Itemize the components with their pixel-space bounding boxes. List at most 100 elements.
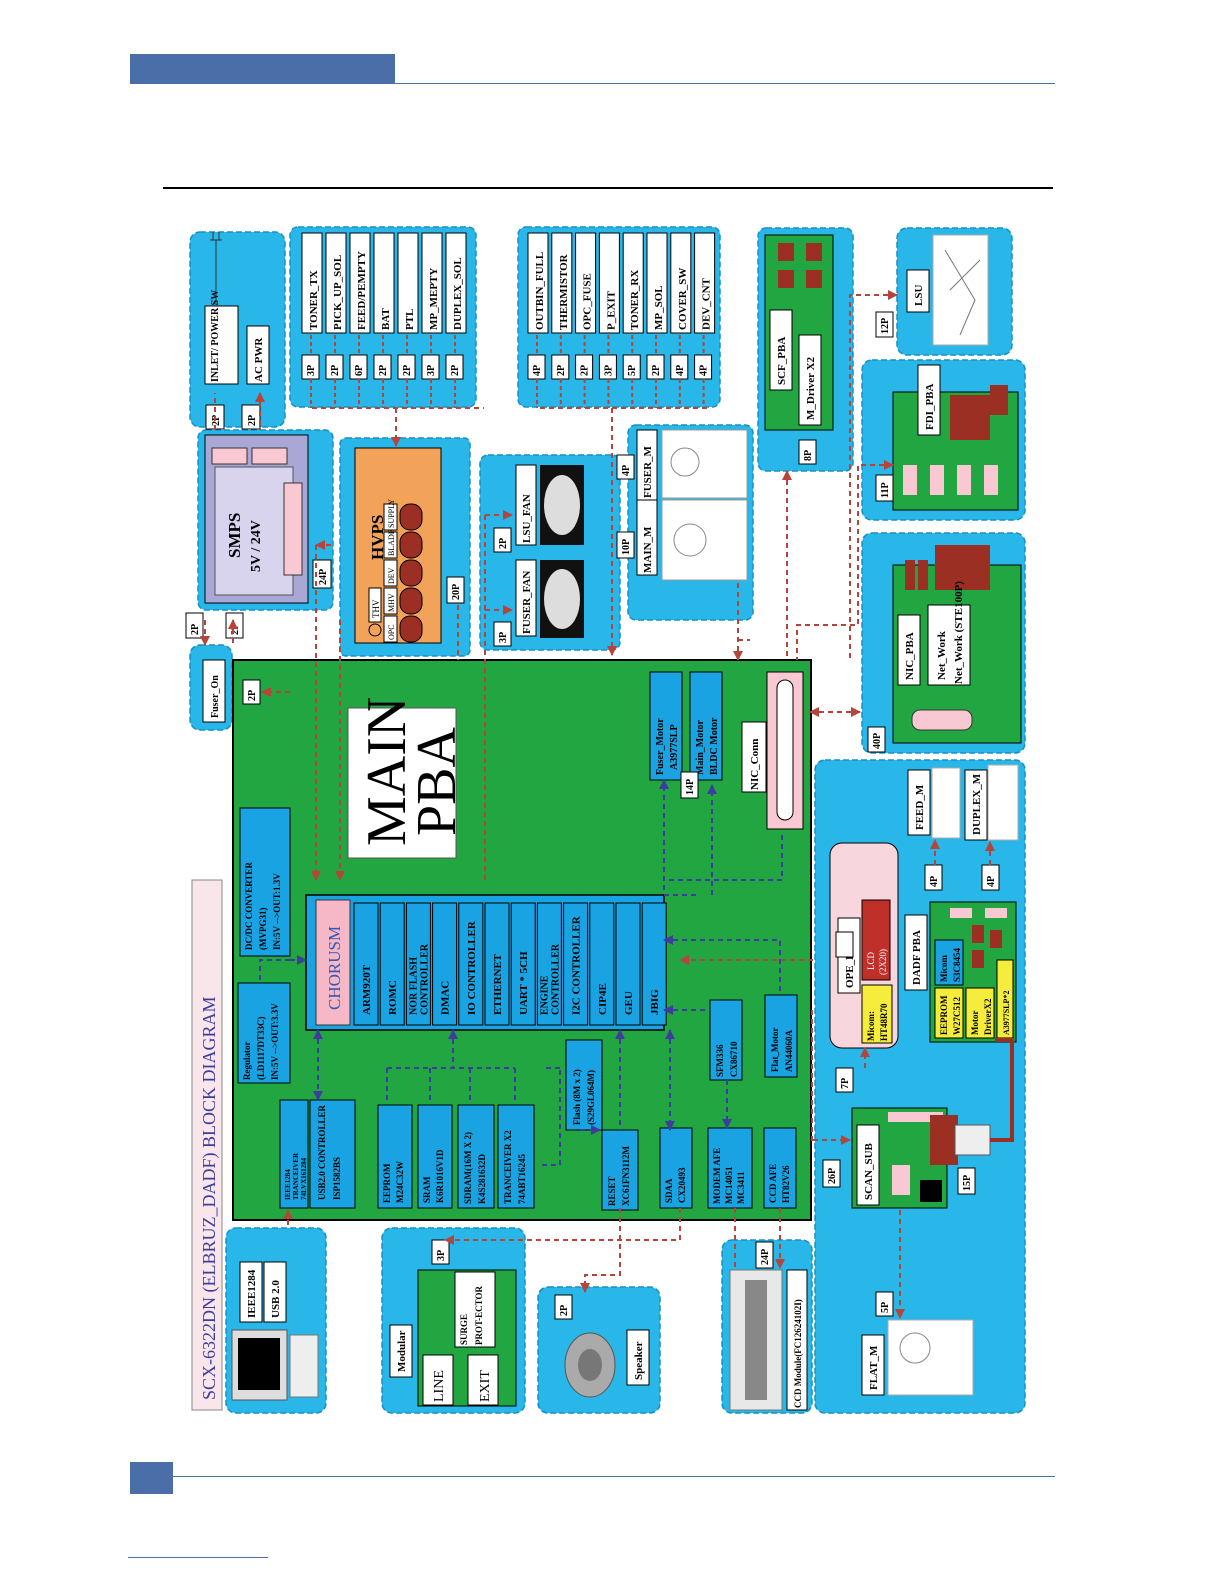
sensor-label: COVER_SW — [677, 268, 689, 330]
inlet-box — [204, 305, 239, 385]
svg-text:S3C8454: S3C8454 — [952, 947, 962, 982]
hvps-label: SUPPLY — [387, 499, 396, 528]
reg-3: IN:5V -->OUT:3.3V — [270, 1003, 280, 1080]
feed-m-label: FEED_M — [914, 784, 926, 830]
sensors-left: TONER_TX3PPICK_UP_SOL2PFEED/PEMPTY6PBAT2… — [301, 232, 467, 408]
hvps-name: HVPS — [368, 515, 387, 560]
hvps-output-icon — [399, 531, 423, 559]
sensor-box — [646, 232, 668, 334]
sensor-pin-label: 4P — [532, 365, 543, 376]
pin-lsu-fan: 2P — [498, 538, 509, 549]
svg-text:AN44060A: AN44060A — [784, 1030, 794, 1072]
sensor-box — [301, 232, 323, 334]
dcdc-1: DC/DC CONVERTER — [244, 862, 254, 950]
chorusm-item-box — [510, 902, 536, 1026]
chorusm-item-label: GEU — [623, 991, 635, 1015]
reg-2: (LD1117DT33C) — [256, 1016, 266, 1080]
section-rule — [163, 187, 1053, 189]
title-box — [191, 879, 223, 1411]
sensor-box — [325, 232, 347, 334]
hvps-output-icon — [399, 615, 423, 643]
sensor-box — [598, 232, 620, 334]
svg-text:CX86710: CX86710 — [729, 1041, 739, 1077]
sensor-label: OUTBIN_FULL — [534, 252, 546, 330]
pin-scf: 8P — [803, 450, 814, 461]
ieee-chip-text: TRANCEIVER — [292, 1152, 300, 1200]
sdram-chip — [457, 1104, 495, 1209]
chorusm-item-label: CIP4E — [597, 983, 609, 1015]
modem-chip-text: MODEM AFE — [712, 1148, 722, 1204]
pin-main-m: 10P — [621, 539, 632, 555]
hvps-label-box — [383, 559, 398, 587]
chorusm-item-label: NOR FLASH — [408, 957, 419, 1015]
svg-text:W27C512: W27C512 — [952, 997, 962, 1035]
svg-text:PROT-ECTOR: PROT-ECTOR — [474, 1285, 484, 1345]
main-pba-label-box — [347, 707, 457, 859]
sensor-pin-label: 2P — [330, 365, 341, 376]
pin-speaker: 2P — [559, 1305, 570, 1316]
svg-text:(2X20): (2X20) — [878, 949, 888, 975]
chorusm-title: CHORUSM — [325, 926, 344, 1010]
regulator-box — [237, 982, 291, 1084]
sensor-pin-label: 3P — [426, 365, 437, 376]
sensor-pin-label: 4P — [675, 365, 686, 376]
pin-flat-m: 5P — [880, 1302, 891, 1313]
pc-usb: USB 2.0 — [270, 1280, 282, 1318]
sram-chip-text: K6R1016V1D — [435, 1149, 445, 1203]
ieee-chip — [279, 1099, 309, 1209]
scan-sub-label: SCAN_SUB — [863, 1142, 875, 1200]
hvps-label-box — [383, 587, 398, 615]
ieee-chip-text: IEEE1284 — [284, 1169, 292, 1200]
chorusm-item-box — [536, 902, 562, 1026]
chorusm-item-label: CONTROLLER — [419, 943, 430, 1015]
chorusm-item-box — [379, 902, 405, 1026]
sensor-label: DUPLEX_SOL — [452, 257, 464, 330]
svg-text:Micom:: Micom: — [866, 1011, 876, 1041]
hvps-label: MHV — [387, 593, 396, 612]
chorusm-title-box — [315, 899, 351, 1026]
lsu-image — [932, 234, 989, 346]
sensor-pin-label: 2P — [580, 365, 591, 376]
chorusm-item-label: CONTROLLER — [550, 943, 561, 1015]
sensor-box — [527, 232, 549, 334]
flash-chip-text: Flash (8M x 2) — [572, 1069, 582, 1125]
pin-duplex-m: 4P — [986, 876, 997, 887]
eeprom-chip — [377, 1104, 413, 1209]
pin-acpwr: 2P — [247, 415, 258, 426]
flash-chip-text: (S29GL064M) — [586, 1070, 596, 1125]
svg-text:HT48R70: HT48R70 — [879, 1003, 889, 1041]
sensors-right: OUTBIN_FULL4PTHERMISTOR2POPC_FUSE2PP_EXI… — [527, 232, 716, 408]
nic-sub-2: Net_Work (STE100P) — [953, 581, 965, 684]
sensor-label: DEV_CNT — [701, 277, 713, 330]
sensor-box — [349, 232, 371, 334]
modem-chip — [707, 1127, 753, 1209]
hvps-label: BLADE — [387, 529, 396, 556]
svg-text:EEPROM: EEPROM — [939, 995, 949, 1035]
flat-m-label: FLAT_M — [868, 1345, 880, 1390]
sdaa-chip-text: SDAA — [664, 1178, 674, 1203]
sensor-label: P_EXIT — [605, 290, 617, 330]
ccd-afe-chip — [763, 1127, 797, 1209]
sensor-label: OPC_FUSE — [582, 273, 594, 330]
svg-text:Fuser_Motor: Fuser_Motor — [655, 718, 666, 775]
pin-hvps: 20P — [451, 584, 462, 600]
hvps-output-icon — [399, 559, 423, 587]
plug-icon — [210, 232, 222, 306]
sensor-label: MP_SOL — [653, 285, 665, 330]
eeprom-chip-text: M24C32W — [395, 1161, 405, 1203]
sensor-box — [575, 232, 597, 334]
svg-text:Main_Motor: Main_Motor — [695, 719, 706, 775]
diagram-title: SCX-6322DN (ELBRUZ_DADF) BLOCK DIAGRAM — [199, 996, 220, 1400]
svg-text:Flat_Motor: Flat_Motor — [770, 1028, 780, 1072]
header-rule — [395, 83, 1055, 84]
tranceiver-chip — [497, 1104, 535, 1209]
chorusm-item-box — [432, 902, 458, 1026]
fdi-label: FDI_PBA — [924, 384, 936, 431]
hvps-output-icon — [399, 503, 423, 531]
scf-name: SCF_PBA — [776, 337, 788, 385]
sensor-box — [421, 232, 443, 334]
hvps-thv-icon — [368, 623, 382, 637]
